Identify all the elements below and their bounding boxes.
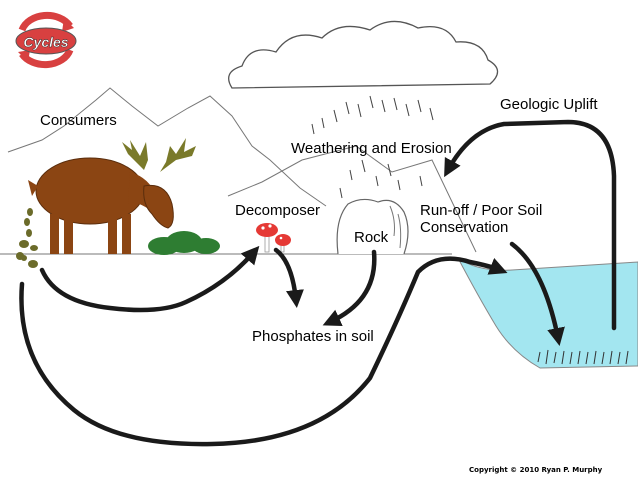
moose-antler xyxy=(122,140,148,170)
cycle-arrows xyxy=(19,119,617,447)
label-consumers: Consumers xyxy=(40,112,117,129)
lake-water xyxy=(457,257,638,369)
moose-leg xyxy=(50,214,59,254)
label-decomposer: Decomposer xyxy=(235,202,321,219)
moose-leg xyxy=(64,216,73,254)
moose-leg xyxy=(122,214,131,254)
cycles-logo xyxy=(15,11,77,69)
arrow-waste-to-decomposer xyxy=(39,245,260,313)
label-rock: Rock xyxy=(354,229,389,246)
moose-antler xyxy=(160,138,196,172)
bush xyxy=(148,231,220,255)
arrow-geologic-uplift xyxy=(444,119,617,331)
mushrooms xyxy=(256,223,291,253)
rain-streaks xyxy=(311,95,434,199)
moose-droppings xyxy=(16,208,38,268)
moose-tail xyxy=(28,180,38,196)
copyright-notice: Copyright © 2010 Ryan P. Murphy xyxy=(465,461,637,479)
label-phosphates-in-soil: Phosphates in soil xyxy=(252,328,374,345)
label-weathering-erosion: Weathering and Erosion xyxy=(291,140,452,157)
logo-arrowhead-bottom xyxy=(18,50,30,62)
cloud-outline xyxy=(228,20,499,89)
arrow-rock-to-soil xyxy=(322,249,377,327)
label-geologic-uplift: Geologic Uplift xyxy=(500,96,598,113)
label-runoff-line2: Conservation xyxy=(420,219,509,236)
lake-bottom-sediment xyxy=(537,349,629,365)
rock-shape xyxy=(336,198,409,255)
arrow-decomposer-to-soil xyxy=(273,247,304,309)
moose xyxy=(28,138,196,254)
arrow-runoff-to-lake xyxy=(509,241,565,346)
logo-arrowhead-top xyxy=(62,18,74,32)
moose-head xyxy=(143,184,174,229)
mountain-range-outline xyxy=(7,87,477,253)
logo-badge xyxy=(15,27,77,55)
arrow-long-return-loop xyxy=(19,256,508,447)
logo-text: Cycles xyxy=(23,34,68,50)
label-runoff-line1: Run-off / Poor Soil xyxy=(420,202,543,219)
moose-leg xyxy=(108,216,117,254)
rock-cracks xyxy=(389,205,402,249)
